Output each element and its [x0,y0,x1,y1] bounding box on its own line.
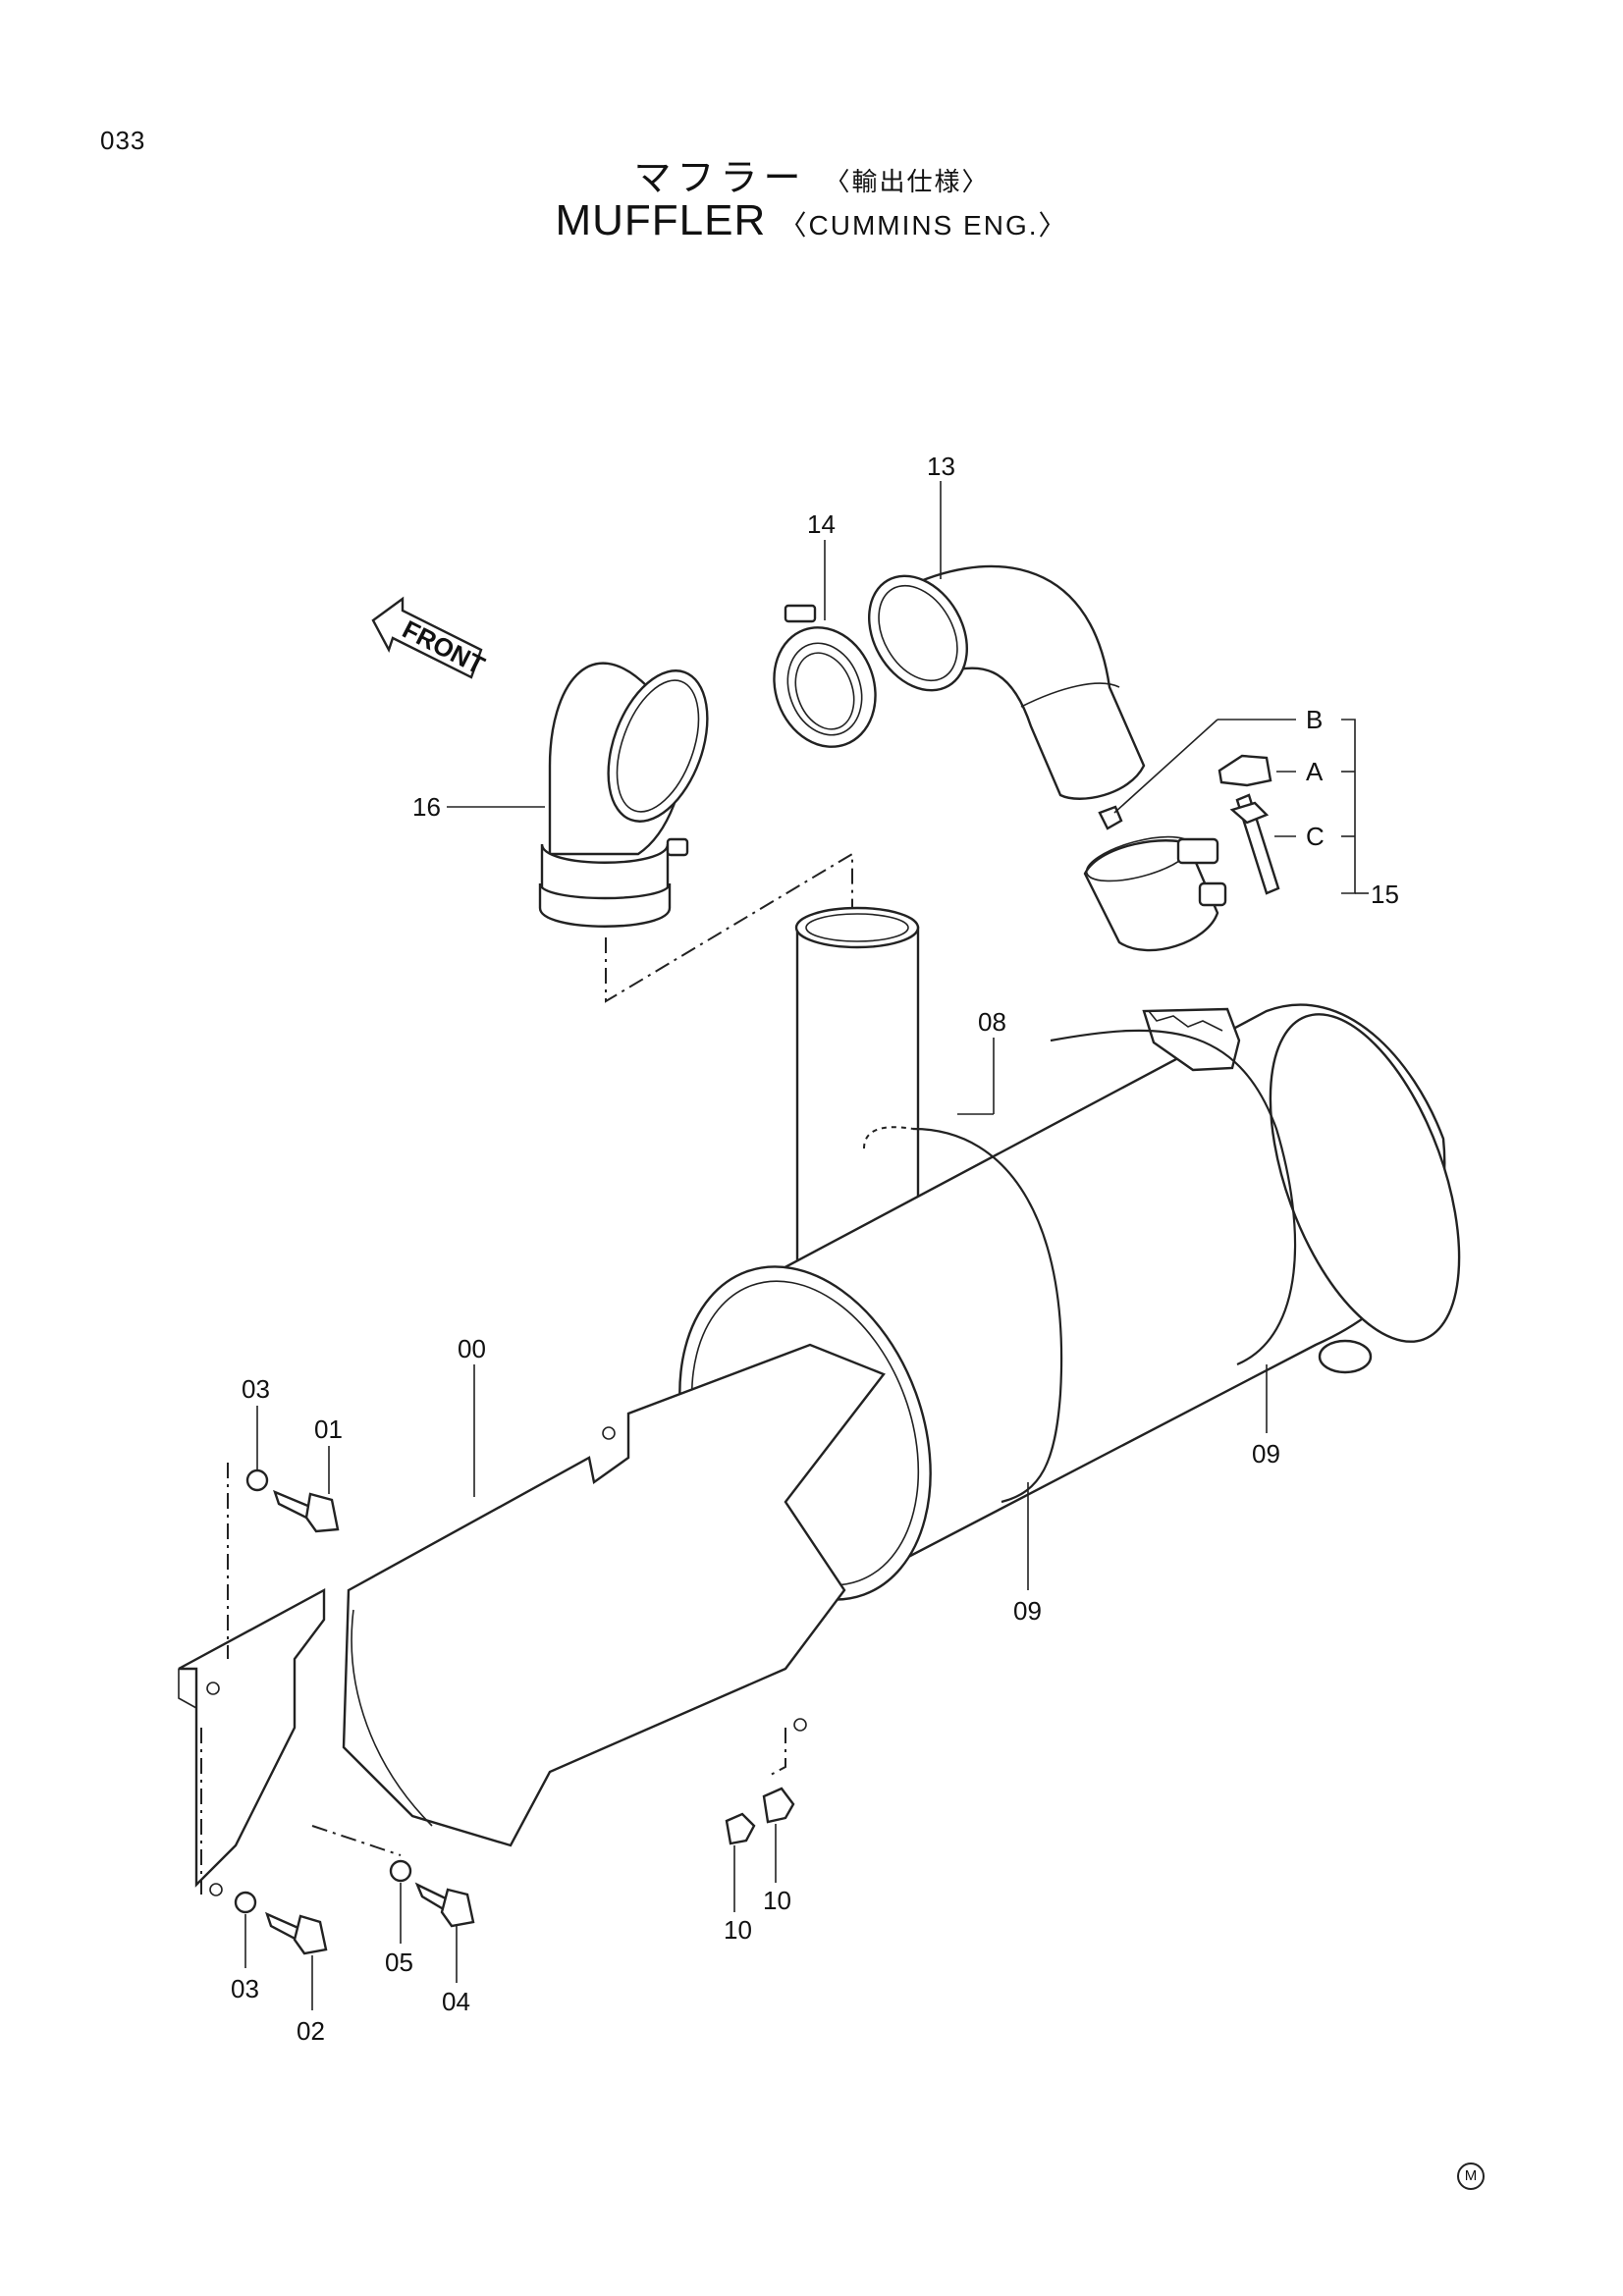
part-15-clamp-assembly [1083,754,1280,952]
title-jp-sub: 〈輸出仕様〉 [824,168,990,197]
part-08-muffler-body [678,1003,1461,1601]
title-en-sub: 〈CUMMINS ENG.〉 [779,210,1068,240]
front-label: FRONT [398,614,490,680]
part-13-elbow [868,564,1146,800]
title-japanese: マフラー 〈輸出仕様〉 [0,147,1623,201]
part-14-clamp [773,604,877,748]
callout-00: 00 [458,1334,486,1363]
title-en-main: MUFFLER [555,196,767,244]
callout-c: C [1306,822,1325,851]
callout-01: 01 [314,1415,343,1444]
callout-b: B [1306,705,1323,734]
callout-03-top: 03 [242,1374,270,1404]
front-arrow-icon: FRONT [371,596,490,680]
callout-a: A [1306,757,1324,786]
callout-03-bottom: 03 [231,1974,259,2003]
bolts-and-nuts [234,801,1270,1955]
callout-15: 15 [1371,880,1399,909]
callout-13: 13 [927,452,955,481]
callout-10-right: 10 [763,1886,791,1915]
title-jp-main: マフラー [633,156,807,199]
callout-14: 14 [807,509,836,539]
m-mark-icon: M [1457,2163,1485,2190]
callout-08: 08 [978,1007,1006,1037]
part-16-elbow [538,662,709,928]
callout-02: 02 [297,2016,325,2046]
callout-labels: 13 14 16 B A C 15 08 00 03 01 09 09 10 1… [231,452,1399,2046]
part-00-cover [178,1343,886,1896]
callout-05: 05 [385,1948,413,1977]
page-number: 033 [100,126,146,155]
callout-04: 04 [442,1987,470,2016]
callout-16: 16 [412,792,441,822]
part-09-band [863,1029,1297,1504]
title-english: MUFFLER 〈CUMMINS ENG.〉 [0,196,1623,245]
leader-lines [200,481,1369,2010]
callout-09-right: 09 [1252,1439,1280,1468]
callout-10-left: 10 [724,1915,752,1945]
callout-09-lower: 09 [1013,1596,1042,1626]
